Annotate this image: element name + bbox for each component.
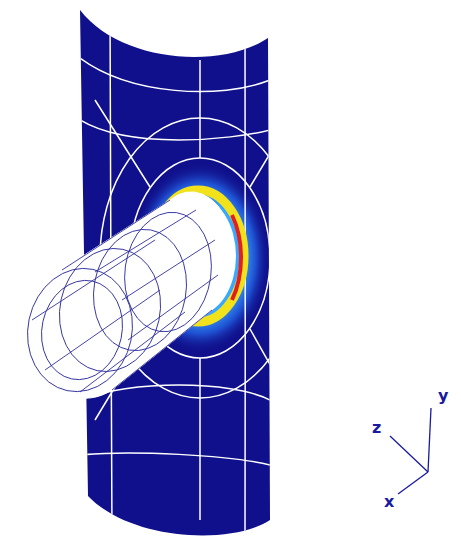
- axis-label: z: [372, 420, 381, 436]
- nozzle: [16, 192, 234, 402]
- axis-label: x: [384, 494, 394, 510]
- axis-label: y: [438, 388, 448, 404]
- axis-triad: [390, 408, 431, 494]
